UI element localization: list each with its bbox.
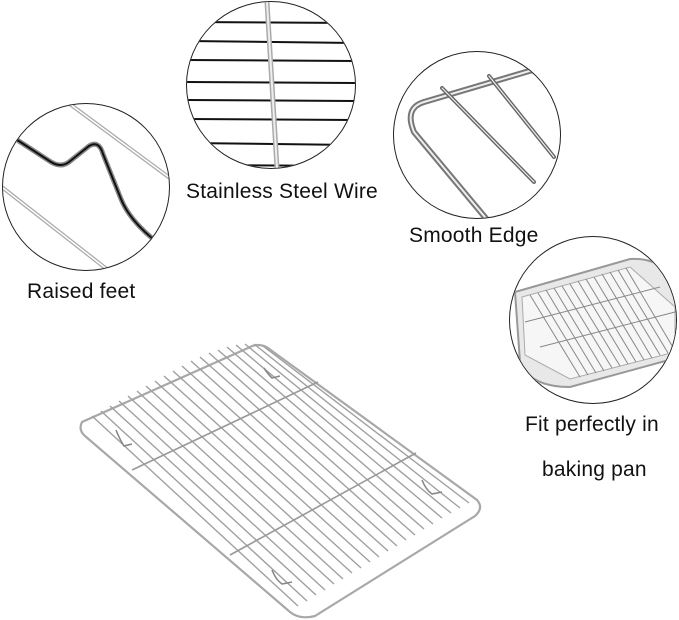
fit-baking-pan-label-line2: baking pan	[542, 458, 647, 481]
raised-feet-label: Raised feet	[27, 280, 136, 303]
raised-feet-wire-illustration	[3, 104, 169, 270]
smooth-edge-label: Smooth Edge	[409, 224, 539, 247]
stainless-steel-wire-callout	[186, 1, 356, 169]
smooth-edge-callout	[393, 51, 561, 219]
cooling-rack-illustration	[79, 343, 482, 619]
rack-in-pan-illustration	[513, 257, 676, 389]
steel-wire-grid-illustration	[187, 2, 355, 168]
fit-baking-pan-label-line1: Fit perfectly in	[525, 413, 659, 436]
fit-baking-pan-callout	[509, 236, 677, 404]
stainless-steel-wire-label: Stainless Steel Wire	[186, 180, 378, 203]
raised-feet-callout	[2, 103, 170, 271]
smooth-edge-wire-illustration	[407, 59, 560, 218]
cooling-rack-image	[70, 340, 490, 620]
